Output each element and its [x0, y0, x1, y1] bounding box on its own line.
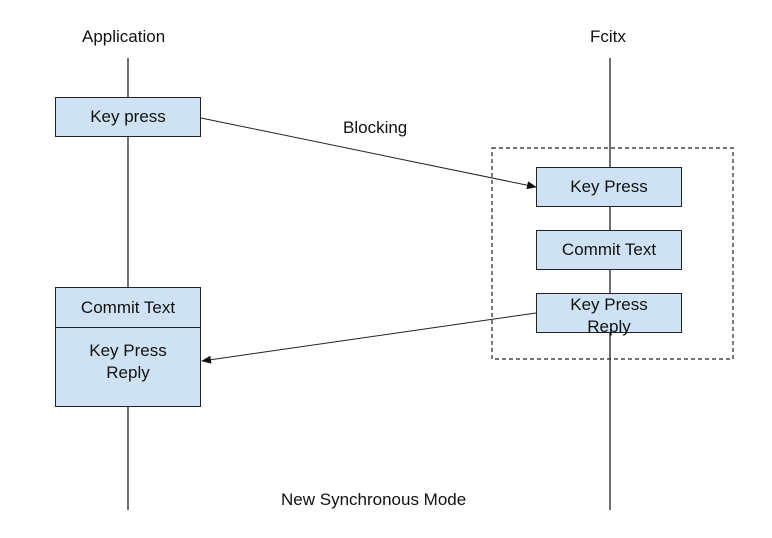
application-key-press-text: Key press — [90, 107, 166, 126]
application-key-press-reply-line1: Key Press — [89, 341, 167, 360]
key-press-arrow — [200, 117, 537, 190]
fcitx-commit-text-box: Commit Text — [536, 230, 682, 270]
fcitx-key-press-box: Key Press — [536, 167, 682, 207]
application-key-press-box: Key press — [55, 97, 201, 137]
fcitx-key-press-reply-line2: Reply — [587, 317, 631, 336]
fcitx-processing-group — [491, 147, 734, 360]
diagram-caption: New Synchronous Mode — [281, 490, 467, 509]
key-press-reply-arrow — [201, 312, 537, 364]
application-lane-title: Application — [82, 27, 166, 46]
application-commit-text-box: Commit Text — [55, 287, 201, 328]
fcitx-key-press-reply-box: Key Press Reply — [536, 293, 682, 336]
fcitx-key-press-reply-line1: Key Press — [570, 295, 648, 314]
application-key-press-reply-box: Key Press Reply — [55, 327, 201, 407]
fcitx-lane-title: Fcitx — [590, 27, 626, 46]
fcitx-commit-text-text: Commit Text — [561, 240, 657, 259]
application-commit-text-text: Commit Text — [80, 297, 176, 317]
application-key-press-reply-line2: Reply — [106, 363, 150, 382]
fcitx-key-press-text: Key Press — [570, 177, 648, 196]
blocking-label: Blocking — [343, 118, 408, 137]
